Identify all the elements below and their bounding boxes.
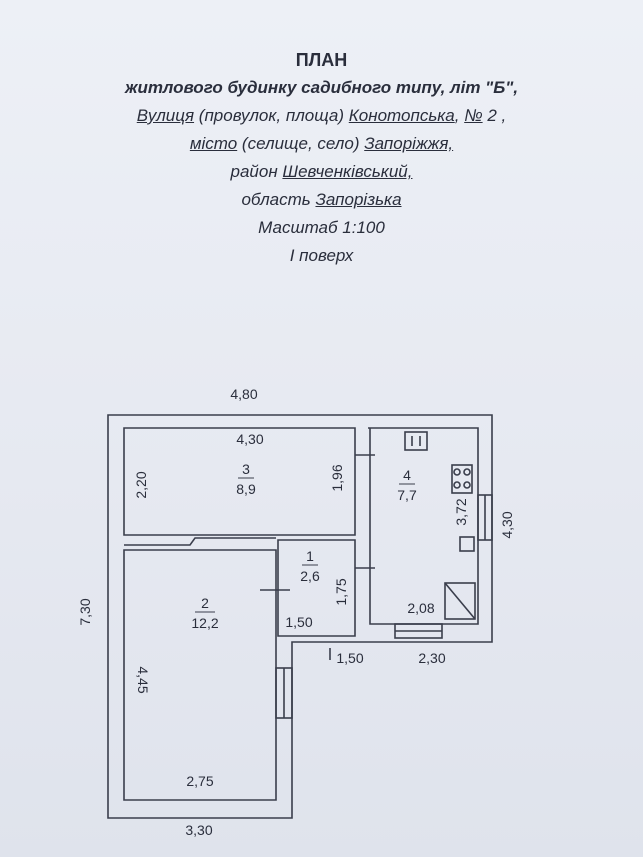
floor-label: I поверх: [289, 246, 354, 265]
dim-room1-height: 1,75: [333, 578, 349, 605]
district-name: Шевченківський,: [282, 162, 413, 181]
room-1-area: 2,6: [300, 568, 320, 584]
room1-wall: [277, 539, 356, 637]
inner-wall: [123, 427, 356, 536]
plan-subtitle: житлового будинку садибного типу, літ "Б…: [124, 78, 519, 97]
boiler-icon: [459, 536, 475, 552]
room-4-number: 4: [403, 467, 411, 483]
street-sep: ,: [454, 106, 465, 125]
dim-room2-height: 4,45: [135, 666, 151, 693]
room4-wall: [368, 427, 479, 625]
room-1-number: 1: [306, 548, 314, 564]
region-name: Запорізька: [315, 190, 402, 209]
dim-room3-height: 2,20: [133, 471, 149, 498]
dim-left-height: 7,30: [77, 598, 93, 625]
outer-wall: [107, 414, 493, 819]
room2-wall: [123, 549, 277, 801]
street-name: Конотопська: [348, 106, 455, 125]
room-4-area: 7,7: [397, 487, 417, 503]
city-name: Запоріжжя,: [364, 134, 454, 153]
dim-room3-inner-height: 1,96: [329, 464, 345, 491]
dim-room2-width: 2,75: [186, 773, 213, 789]
dim-room3-width: 4,30: [236, 431, 263, 447]
city-line: місто (селище, село) Запоріжжя,: [0, 134, 643, 154]
district-line: район Шевченківський,: [0, 162, 643, 182]
plan-title: ПЛАН: [295, 50, 348, 70]
room-3-number: 3: [242, 461, 250, 477]
street-type: (провулок, площа): [194, 106, 349, 125]
dim-step-width: 1,50: [336, 650, 363, 666]
stove-icon: [451, 464, 473, 494]
room-1-label: 1 2,6: [300, 548, 320, 584]
room-2-area: 12,2: [191, 615, 218, 631]
cabinet-icon: [444, 582, 476, 620]
room-4-label: 4 7,7: [397, 467, 417, 503]
room-3-area: 8,9: [236, 481, 256, 497]
district-prefix: район: [230, 162, 283, 181]
dim-room4-width: 2,08: [407, 600, 434, 616]
number-value: 2 ,: [482, 106, 507, 125]
dim-annex-width: 2,30: [418, 650, 445, 666]
dim-room1-width: 1,50: [285, 614, 312, 630]
region-line: область Запорізька: [0, 190, 643, 210]
region-prefix: область: [241, 190, 316, 209]
city-type: (селище, село): [237, 134, 365, 153]
dim-bottom-width: 3,30: [185, 822, 212, 838]
street-prefix: Вулиця: [136, 106, 195, 125]
city-prefix: місто: [189, 134, 238, 153]
dim-room4-height: 3,72: [453, 498, 469, 525]
plan-scale: Масштаб 1:100: [258, 218, 385, 237]
room-2-number: 2: [201, 595, 209, 611]
sink-icon: [404, 431, 428, 451]
room-2-label: 2 12,2: [191, 595, 218, 631]
dim-right-height: 4,30: [499, 511, 515, 538]
number-label: №: [464, 106, 483, 125]
dim-top-width: 4,80: [230, 386, 257, 402]
room-3-label: 3 8,9: [236, 461, 256, 497]
street-line: Вулиця (провулок, площа) Конотопська, № …: [0, 106, 643, 126]
partition-step: [124, 537, 276, 546]
